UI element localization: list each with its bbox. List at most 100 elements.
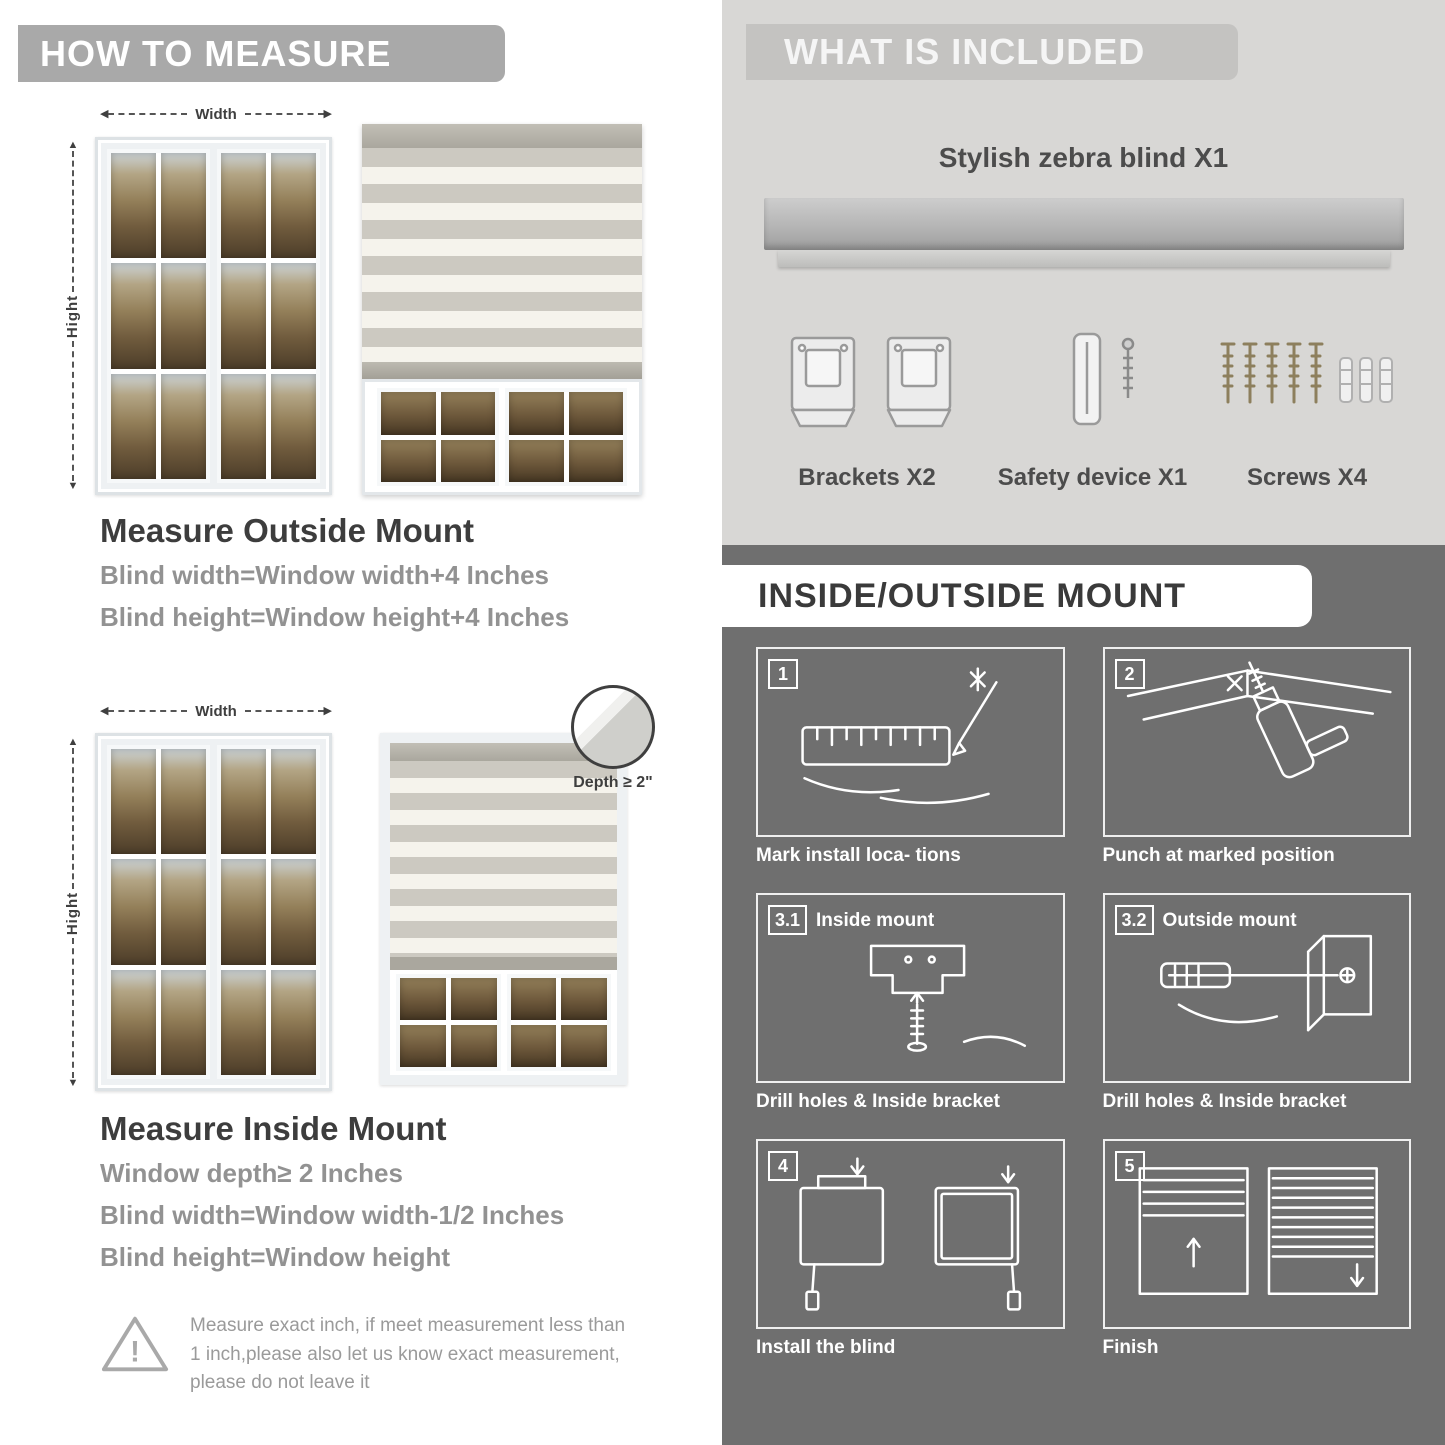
step-2-caption: Punch at marked position bbox=[1102, 845, 1335, 866]
step-3-1-caption: Drill holes & Inside bracket bbox=[756, 1091, 1000, 1112]
drill-punch-illustration bbox=[1105, 649, 1410, 835]
install-blind-illustration bbox=[758, 1141, 1063, 1327]
safety-device-icon bbox=[1052, 328, 1162, 448]
dashed-line bbox=[244, 113, 324, 115]
arrow-down-icon: ▼ bbox=[67, 1077, 79, 1089]
step-3-1-panel: 3.1 Inside mount bbox=[756, 893, 1065, 1083]
height-label: Hight bbox=[64, 891, 82, 935]
mount-steps-grid: 1 Mark install loca- tions bbox=[756, 647, 1411, 1363]
what-is-included-section: WHAT IS INCLUDED Stylish zebra blind X1 bbox=[722, 0, 1445, 545]
inside-mount-heading: Measure Inside Mount bbox=[100, 1110, 447, 1147]
inside-mount-line-2: Blind width=Window width-1/2 Inches bbox=[100, 1200, 565, 1230]
step-4-caption: Install the blind bbox=[756, 1337, 896, 1358]
step-5-caption: Finish bbox=[1102, 1337, 1159, 1358]
height-arrow: ▲ Hight ▼ bbox=[62, 140, 84, 492]
blind-headrail-illustration bbox=[764, 198, 1404, 250]
dashed-line bbox=[108, 710, 188, 712]
mount-instructions-section: INSIDE/OUTSIDE MOUNT bbox=[722, 545, 1445, 1445]
step-5-panel: 5 bbox=[1102, 1139, 1411, 1329]
mount-title: INSIDE/OUTSIDE MOUNT bbox=[758, 576, 1187, 615]
inside-bracket-illustration bbox=[758, 895, 1063, 1081]
step-1: 1 Mark install loca- tions bbox=[756, 647, 1065, 871]
width-label: Width bbox=[195, 702, 237, 720]
window-below-blind bbox=[362, 379, 642, 495]
dashed-line bbox=[72, 748, 74, 889]
step-3-2-caption: Drill holes & Inside bracket bbox=[1102, 1091, 1347, 1112]
how-to-measure-title: HOW TO MEASURE bbox=[40, 32, 392, 74]
window-below-blind bbox=[390, 970, 617, 1075]
safety-device-label: Safety device X1 bbox=[997, 464, 1188, 491]
step-number-badge: 5 bbox=[1114, 1151, 1145, 1181]
blind-bottom-rail bbox=[362, 362, 642, 379]
dashed-line bbox=[72, 340, 74, 481]
step-number-badge: 1 bbox=[768, 659, 798, 689]
blind-stripes bbox=[390, 761, 617, 957]
finish-illustration bbox=[1105, 1141, 1410, 1327]
step-number-badge: 3.2 bbox=[1114, 905, 1154, 935]
step-3-2: 3.2 Outside mount Drill holes & Inside b… bbox=[1102, 893, 1411, 1117]
dashed-line bbox=[72, 937, 74, 1078]
arrow-right-icon: ▶ bbox=[323, 704, 333, 717]
screws-label: Screws X4 bbox=[1246, 464, 1368, 491]
blind-item-label: Stylish zebra blind X1 bbox=[938, 142, 1229, 173]
brackets-label: Brackets X2 bbox=[798, 464, 936, 491]
outside-mount-line-2: Blind height=Window height+4 Inches bbox=[100, 602, 570, 632]
step-2-panel: 2 bbox=[1102, 647, 1411, 837]
what-is-included-banner: WHAT IS INCLUDED bbox=[746, 24, 1238, 80]
dashed-line bbox=[72, 151, 74, 292]
outside-mount-line-1: Blind width=Window width+4 Inches bbox=[100, 560, 549, 590]
warning-exclamation: ! bbox=[130, 1337, 140, 1369]
width-arrow: ◀ Width ▶ bbox=[100, 104, 332, 124]
step-3-1: 3.1 Inside mount Drill holes & Inside br… bbox=[756, 893, 1065, 1117]
height-label: Hight bbox=[64, 294, 82, 338]
arrow-left-icon: ◀ bbox=[100, 704, 109, 717]
outside-mount-heading: Measure Outside Mount bbox=[100, 512, 475, 549]
window-sash bbox=[107, 149, 210, 483]
step-title: Inside mount bbox=[816, 910, 935, 931]
width-label: Width bbox=[195, 105, 237, 123]
zebra-blind-illustration-outside bbox=[362, 124, 642, 495]
warning-icon: ! bbox=[101, 1316, 169, 1372]
arrow-up-icon: ▲ bbox=[67, 736, 79, 748]
blind-headrail-valance bbox=[778, 250, 1390, 267]
window-sash bbox=[217, 745, 320, 1079]
window-illustration-inside bbox=[95, 733, 332, 1091]
arrow-right-icon: ▶ bbox=[323, 107, 333, 120]
mount-banner: INSIDE/OUTSIDE MOUNT bbox=[722, 565, 1312, 627]
arrow-left-icon: ◀ bbox=[100, 107, 109, 120]
right-column: WHAT IS INCLUDED Stylish zebra blind X1 bbox=[722, 0, 1445, 1445]
measure-mark-illustration bbox=[758, 649, 1063, 835]
blind-headrail bbox=[390, 743, 617, 761]
dashed-line bbox=[244, 710, 324, 712]
window-sash bbox=[217, 149, 320, 483]
blind-headrail bbox=[362, 124, 642, 148]
step-2: 2 Punch at marked position bbox=[1102, 647, 1411, 871]
brackets-icon bbox=[786, 330, 956, 450]
measure-warning: ! Measure exact inch, if meet measuremen… bbox=[100, 1312, 640, 1398]
blind-stripes bbox=[362, 148, 642, 362]
window-illustration-outside bbox=[95, 137, 332, 495]
step-4-panel: 4 bbox=[756, 1139, 1065, 1329]
arrow-up-icon: ▲ bbox=[67, 139, 79, 151]
dashed-line bbox=[108, 113, 188, 115]
arrow-down-icon: ▼ bbox=[67, 480, 79, 492]
step-5: 5 Finish bbox=[1102, 1139, 1411, 1363]
blind-bottom-rail bbox=[390, 957, 617, 970]
inside-mount-line-1: Window depth≥ 2 Inches bbox=[100, 1158, 403, 1188]
step-number-badge: 4 bbox=[768, 1151, 798, 1181]
step-number-badge: 2 bbox=[1114, 659, 1145, 689]
zebra-blind-illustration-inside bbox=[380, 733, 627, 1085]
width-arrow: ◀ Width ▶ bbox=[100, 701, 332, 721]
step-title: Outside mount bbox=[1162, 910, 1297, 931]
warning-text: Measure exact inch, if meet measurement … bbox=[190, 1315, 626, 1393]
step-number-badge: 3.1 bbox=[768, 905, 808, 935]
depth-callout: Depth ≥ 2" bbox=[558, 685, 668, 792]
step-3-2-panel: 3.2 Outside mount bbox=[1102, 893, 1411, 1083]
outside-bracket-illustration bbox=[1105, 895, 1410, 1081]
how-to-measure-banner: HOW TO MEASURE bbox=[18, 25, 505, 82]
depth-label: Depth ≥ 2" bbox=[573, 774, 653, 791]
how-to-measure-section: HOW TO MEASURE ◀ Width ▶ ▲ Hight ▼ bbox=[0, 0, 710, 1445]
step-4: 4 Install the blind bbox=[756, 1139, 1065, 1363]
inside-mount-line-3: Blind height=Window height bbox=[100, 1242, 450, 1272]
